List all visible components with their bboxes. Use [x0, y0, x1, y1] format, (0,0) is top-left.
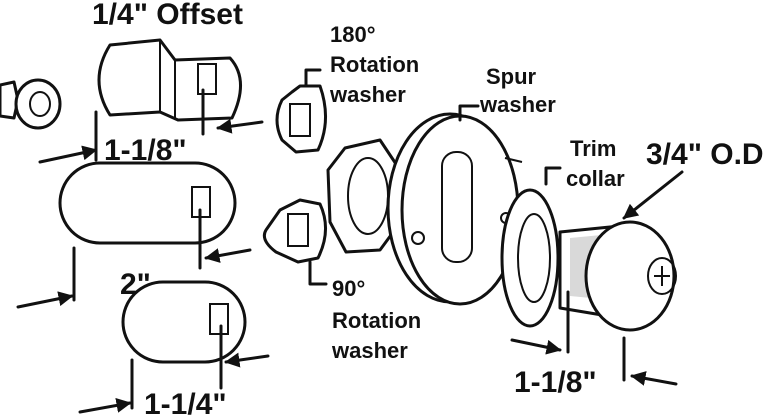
rotation-90-degree-label: 90°	[332, 276, 365, 301]
cam-2-inch	[58, 161, 237, 302]
spur-label: Spur	[486, 64, 537, 89]
rotation-washer-90	[262, 198, 328, 286]
offset-label: 1/4" Offset	[92, 0, 243, 31]
trim-collar	[500, 166, 562, 328]
cylinder-dimension-arrows	[510, 170, 684, 386]
lock-cylinder	[558, 220, 677, 382]
cam-1-1-4-inch	[121, 280, 247, 410]
cam-dim-label-1: 1-1/8"	[104, 134, 187, 167]
hex-nut	[326, 138, 404, 254]
cam-dim-label-3: 1-1/4"	[144, 388, 227, 418]
rotation-180-washer-label: washer	[329, 82, 406, 107]
trim-collar-label: collar	[566, 166, 625, 191]
screw-part	[0, 78, 62, 130]
spur-washer	[386, 104, 523, 306]
rotation-180-degree-label: 180°	[330, 22, 376, 47]
offset-cam	[97, 38, 242, 136]
rotation-180-rotation-label: Rotation	[330, 52, 419, 77]
cylinder-dim-label: 1-1/8"	[514, 366, 597, 399]
cam-dimension-arrows	[16, 110, 270, 414]
outer-diameter-label: 3/4" O.D	[646, 138, 764, 171]
rotation-washer-180	[275, 68, 328, 154]
cam-dim-label-2: 2"	[120, 268, 151, 301]
rotation-90-rotation-label: Rotation	[332, 308, 421, 333]
trim-label: Trim	[570, 136, 616, 161]
spur-washer-label: washer	[479, 92, 556, 117]
rotation-90-washer-label: washer	[331, 338, 408, 363]
